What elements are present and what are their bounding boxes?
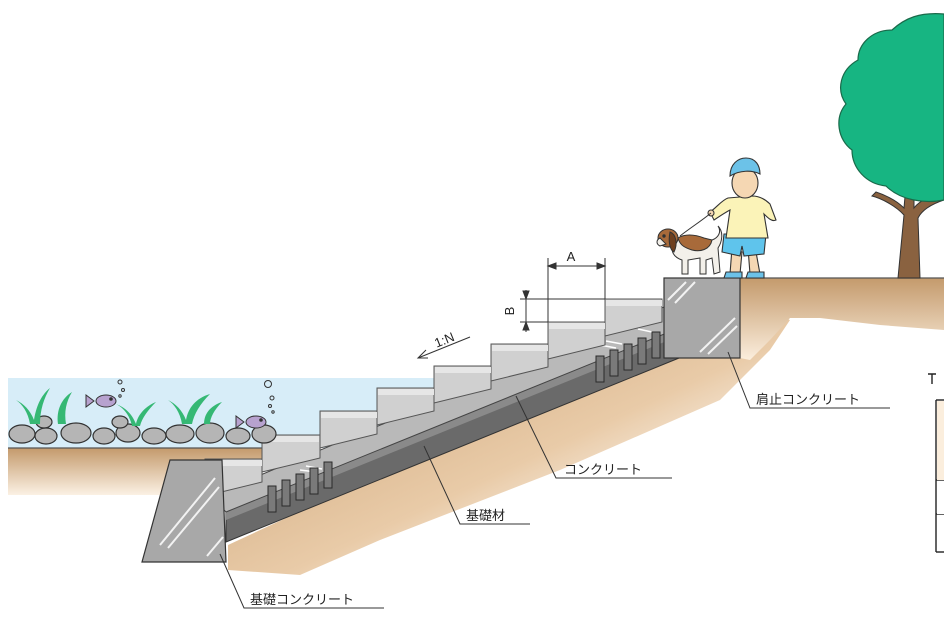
- upper-ground-soil: [740, 278, 944, 360]
- leader-shoulder-concrete: [727, 351, 890, 409]
- shoulder-concrete: [663, 277, 741, 359]
- person-icon: [707, 157, 777, 279]
- stair-steps: [204, 298, 663, 497]
- dimension-b-label: B: [502, 307, 517, 316]
- foundation-concrete: [141, 459, 227, 563]
- dimension-a-label: A: [567, 249, 576, 264]
- bubbles-icon: [117, 379, 275, 414]
- foundation-concrete-label: 基礎コンクリート: [250, 593, 354, 608]
- leash: [679, 212, 712, 237]
- leader-foundation-material: [423, 445, 530, 525]
- slope-label: 1:N: [432, 329, 456, 350]
- dimension-a: [546, 258, 607, 322]
- dog-icon: [656, 225, 723, 275]
- concrete-label: コンクリート: [564, 463, 642, 478]
- aquatic-plants: [16, 388, 222, 426]
- fish-icon: [85, 394, 267, 429]
- embankment-soil: [228, 310, 790, 575]
- shoulder-concrete-label: 肩止コンクリート: [756, 392, 860, 408]
- leader-concrete: [515, 395, 672, 479]
- dimension-b: [520, 290, 605, 332]
- slope-indicator: [416, 336, 471, 359]
- foundation-material-label: 基礎材: [466, 509, 505, 524]
- tree-icon: [838, 13, 944, 279]
- expansion-joints: [267, 331, 661, 513]
- leader-foundation-concrete: [219, 553, 384, 609]
